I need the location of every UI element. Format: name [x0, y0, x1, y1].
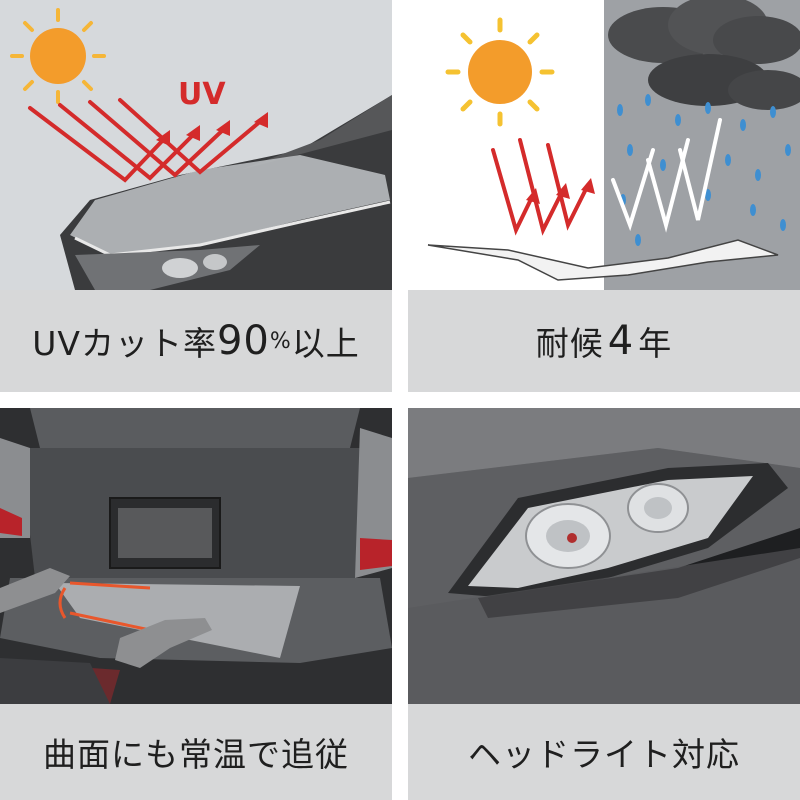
car-hood-uv-sun-icon: UV: [0, 0, 392, 290]
sun-and-rain-weather-icon: [408, 0, 800, 290]
panel-uv-cut: UV UVカット率 90 % 以上: [0, 0, 392, 392]
panel-weather: 耐候 4 年: [408, 0, 800, 392]
headlight-lens-icon: [525, 483, 689, 569]
gloved-hand-icon: [0, 568, 212, 668]
car-headlight-icon: [408, 408, 800, 704]
panel-curved-surface: 曲面にも常温で追従: [0, 408, 392, 800]
caption-uv-cut: UVカット率 90 % 以上: [0, 290, 392, 392]
caption-headlight: ヘッドライト対応: [408, 704, 800, 800]
caption-curved-surface: 曲面にも常温で追従: [0, 704, 392, 800]
sun-icon: [10, 8, 106, 104]
sun-icon: [445, 17, 555, 127]
uv-label: UV: [178, 77, 226, 112]
storm-cloud-icon: [608, 0, 800, 110]
uv-reflect-arrows-icon: [28, 98, 264, 183]
panel-headlight: ヘッドライト対応: [408, 408, 800, 800]
divider-horizontal: [0, 392, 800, 408]
caption-weather: 耐候 4 年: [408, 290, 800, 392]
rain-drops-icon: [617, 94, 791, 246]
rear-bumper-gloved-hands-icon: [0, 408, 392, 704]
